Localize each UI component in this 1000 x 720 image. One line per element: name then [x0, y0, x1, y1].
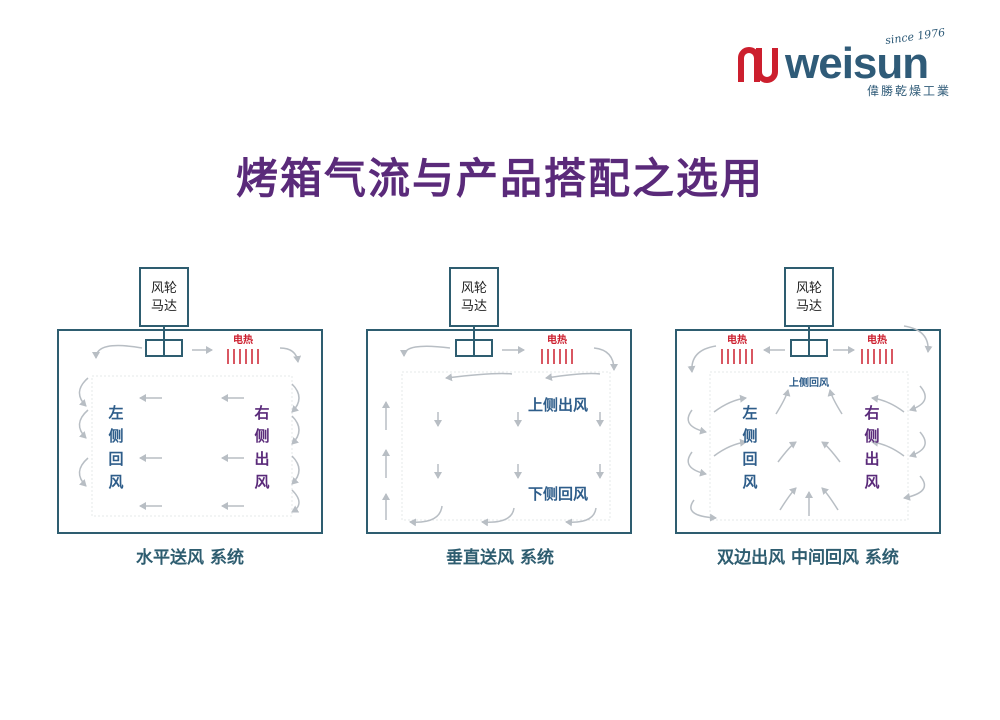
heater-elements-right [861, 349, 893, 364]
oven-box [675, 329, 941, 534]
inner-chamber [401, 371, 611, 521]
right-label-char: 出 [254, 450, 269, 468]
left-label-char: 回 [108, 450, 123, 468]
right-label-char: 右 [864, 404, 879, 422]
airflow-arrows [78, 344, 302, 513]
left-label-char: 风 [108, 473, 123, 491]
oven-box [366, 329, 632, 534]
diagram-caption: 双边出风 中间回风 系统 [717, 547, 899, 568]
diagram-dual-side: 风轮 马达 电热 电热 [675, 267, 941, 568]
motor-label-line2: 马达 [151, 299, 177, 314]
right-label-char: 右 [254, 404, 269, 422]
right-label-char: 侧 [864, 427, 879, 445]
motor-box [139, 267, 189, 327]
inner-chamber [709, 371, 909, 521]
heater-elements [541, 349, 573, 364]
airflow-arrows [382, 345, 618, 527]
left-label-char: 侧 [742, 427, 757, 445]
left-return-label: 左 侧 回 风 [107, 404, 123, 491]
motor-box [784, 267, 834, 327]
right-label-char: 出 [864, 450, 879, 468]
diagram-caption: 垂直送风 系统 [446, 547, 554, 568]
heater-label-left: 电热 [727, 333, 747, 346]
inner-chamber [91, 375, 293, 517]
right-label-char: 风 [254, 473, 269, 491]
heater-elements-left [721, 349, 753, 364]
diagram-vertical: 风轮 马达 电热 上侧出风 [366, 267, 632, 568]
weisun-logo-mark-icon [738, 47, 778, 83]
heater-elements [227, 349, 259, 364]
motor-label-line1: 风轮 [151, 281, 177, 296]
left-label-char: 侧 [108, 427, 123, 445]
right-label-char: 风 [864, 473, 879, 491]
diagram-caption: 水平送风 系统 [136, 547, 244, 568]
right-label-char: 侧 [254, 427, 269, 445]
weisun-logo: since 1976 weisun 偉勝乾燥工業 [735, 26, 965, 110]
logo-chinese: 偉勝乾燥工業 [867, 84, 952, 98]
bottom-return-label: 下侧回风 [528, 485, 588, 503]
right-outlet-label: 右 侧 出 风 [864, 404, 879, 491]
diagram-horizontal: 风轮 马达 电热 左 [57, 267, 323, 568]
heater-label: 电热 [547, 333, 567, 346]
motor-box [449, 267, 499, 327]
motor-label-line2: 马达 [461, 299, 487, 314]
logo-wordmark: weisun [785, 39, 929, 88]
left-return-label: 左 侧 回 风 [741, 404, 757, 491]
center-return-label: 上侧回风 [789, 376, 829, 389]
oven-box [57, 329, 323, 534]
heater-label: 电热 [233, 333, 253, 346]
top-outlet-label: 上侧出风 [528, 396, 588, 414]
right-outlet-label: 右 侧 出 风 [254, 404, 269, 491]
motor-label-line2: 马达 [796, 299, 822, 314]
page-title: 烤箱气流与产品搭配之选用 [235, 154, 764, 203]
left-label-char: 风 [742, 473, 757, 491]
airflow-arrows [687, 325, 933, 522]
left-label-char: 左 [107, 404, 123, 422]
motor-label-line1: 风轮 [796, 281, 822, 296]
heater-label-right: 电热 [867, 333, 887, 346]
motor-label-line1: 风轮 [461, 281, 487, 296]
left-label-char: 回 [742, 450, 757, 468]
left-label-char: 左 [741, 404, 757, 422]
